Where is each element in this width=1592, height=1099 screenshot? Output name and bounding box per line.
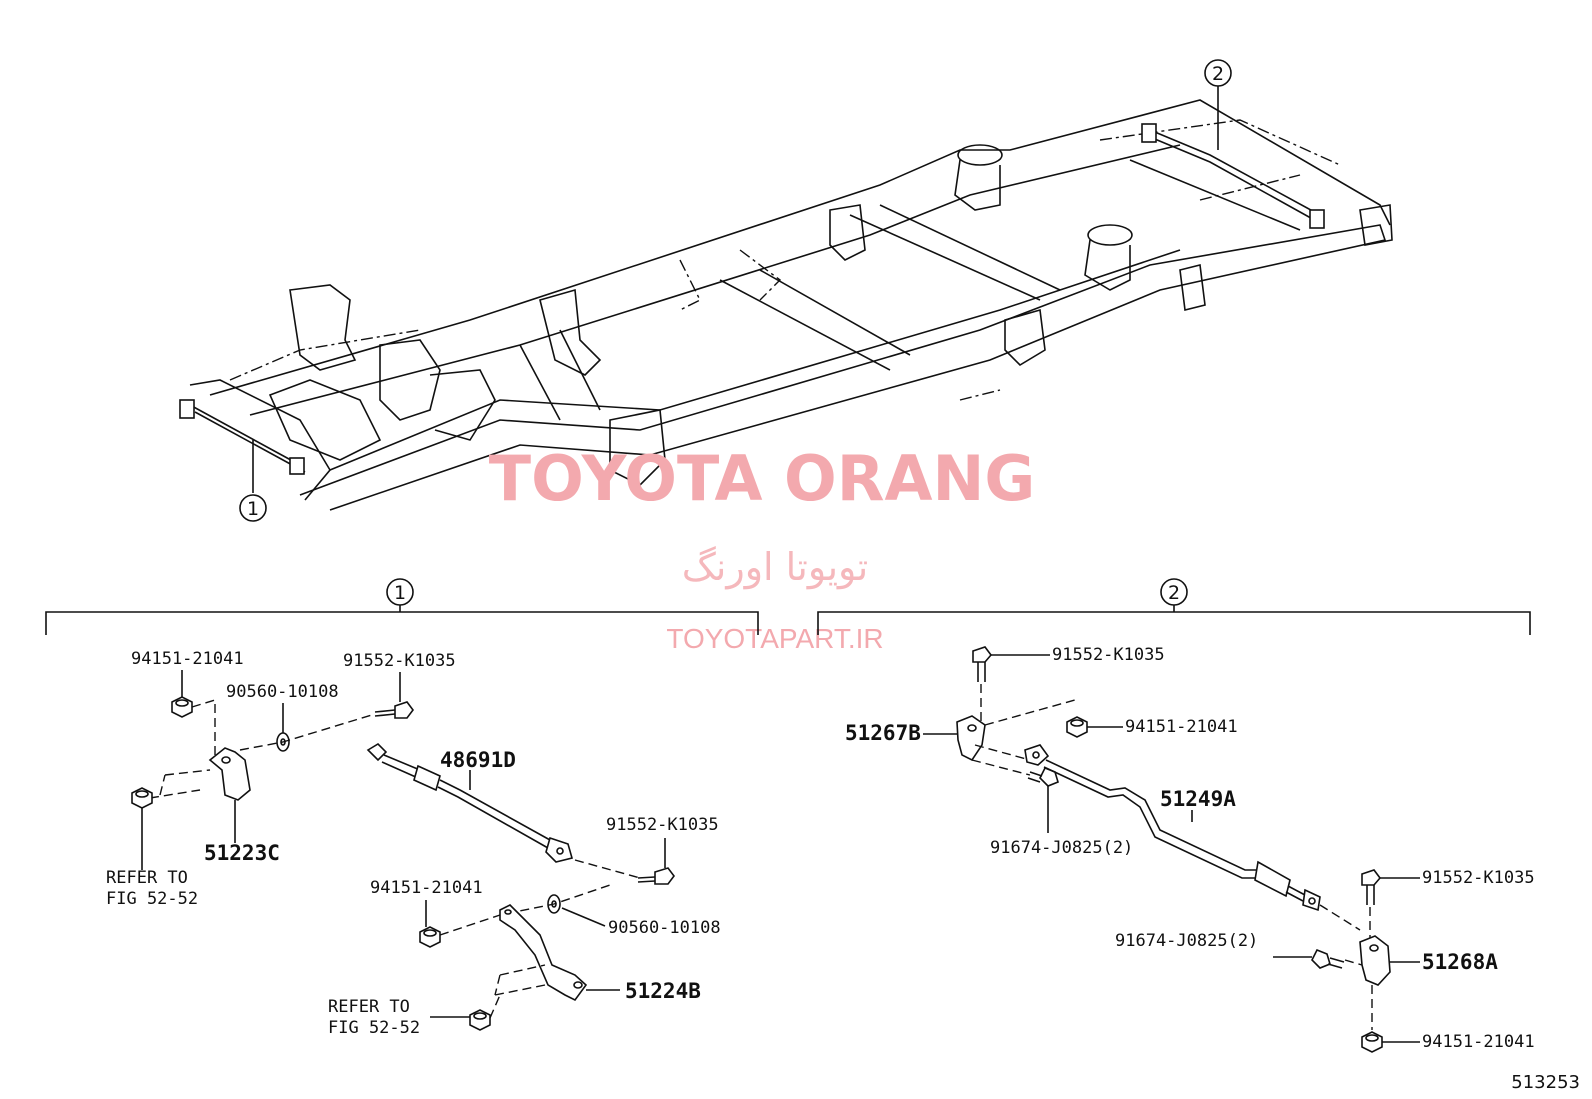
label-91552-k1035-right[interactable]: 91552-K1035 [1422,868,1535,888]
label-51267b[interactable]: 51267B [845,721,921,745]
steering-damper-icon [366,742,573,863]
svg-text:2: 2 [1168,582,1180,604]
hex-nut-icon [131,787,153,809]
watermark-persian: تویوتا اورنگ [682,545,869,590]
label-91674-j0825-b[interactable]: 91674-J0825(2) [1115,931,1258,951]
callout-2-frame[interactable]: 2 [1204,59,1232,87]
label-fig-52-52-a[interactable]: FIG 52-52 [106,889,198,909]
label-51223c[interactable]: 51223C [204,841,280,865]
label-48691d[interactable]: 48691D [440,748,516,772]
lateral-rod-icon [1024,744,1321,912]
label-94151-21041[interactable]: 94151-21041 [131,649,244,669]
bracket-51224b-icon [499,904,588,1002]
group-2-parts [923,646,1420,1053]
label-51249a[interactable]: 51249A [1160,787,1236,811]
label-90560-10108-b[interactable]: 90560-10108 [608,918,721,938]
figure-number: 513253 [1511,1072,1580,1093]
label-94151-21041-top[interactable]: 94151-21041 [1125,717,1238,737]
label-91674-j0825-a[interactable]: 91674-J0825(2) [990,838,1133,858]
group-1-bracket [45,605,759,635]
label-fig-52-52-b[interactable]: FIG 52-52 [328,1018,420,1038]
callout-1-group[interactable]: 1 [386,578,414,606]
label-refer-to-b[interactable]: REFER TO [328,997,410,1017]
svg-text:2: 2 [1212,63,1224,85]
hex-nut-icon [1361,1031,1383,1053]
label-refer-to-a[interactable]: REFER TO [106,868,188,888]
label-91552-k1035-b[interactable]: 91552-K1035 [606,815,719,835]
bracket-51267b-icon [956,715,986,762]
watermark-brand: TOYOTA ORANG [489,442,1035,515]
label-51268a[interactable]: 51268A [1422,950,1498,974]
flange-bolt-icon [374,701,414,719]
screw-icon [1311,948,1345,969]
hex-nut-icon [469,1009,491,1031]
flange-bolt-icon [972,646,993,682]
bracket-51223c-icon [208,747,251,801]
watermark-site: TOYOTAPART.IR [666,623,883,654]
label-91552-k1035-top[interactable]: 91552-K1035 [1052,645,1165,665]
callout-1-frame[interactable]: 1 [239,494,267,522]
hex-nut-icon [419,926,441,948]
label-94151-21041-b[interactable]: 94151-21041 [370,878,483,898]
label-51224b[interactable]: 51224B [625,979,701,1003]
hex-nut-icon [1066,716,1088,738]
group-2-bracket [817,605,1531,635]
svg-text:1: 1 [394,582,406,604]
chassis-frame-illustration [179,86,1393,511]
svg-text:1: 1 [247,498,259,520]
label-91552-k1035[interactable]: 91552-K1035 [343,651,456,671]
bracket-51268a-icon [1359,935,1391,986]
label-94151-21041-bottom[interactable]: 94151-21041 [1422,1032,1535,1052]
label-90560-10108[interactable]: 90560-10108 [226,682,339,702]
flange-bolt-icon [637,867,675,885]
hex-nut-icon [171,696,193,718]
callout-2-group[interactable]: 2 [1160,578,1188,606]
flange-bolt-icon [1361,869,1382,905]
group-1-parts [131,670,675,1031]
